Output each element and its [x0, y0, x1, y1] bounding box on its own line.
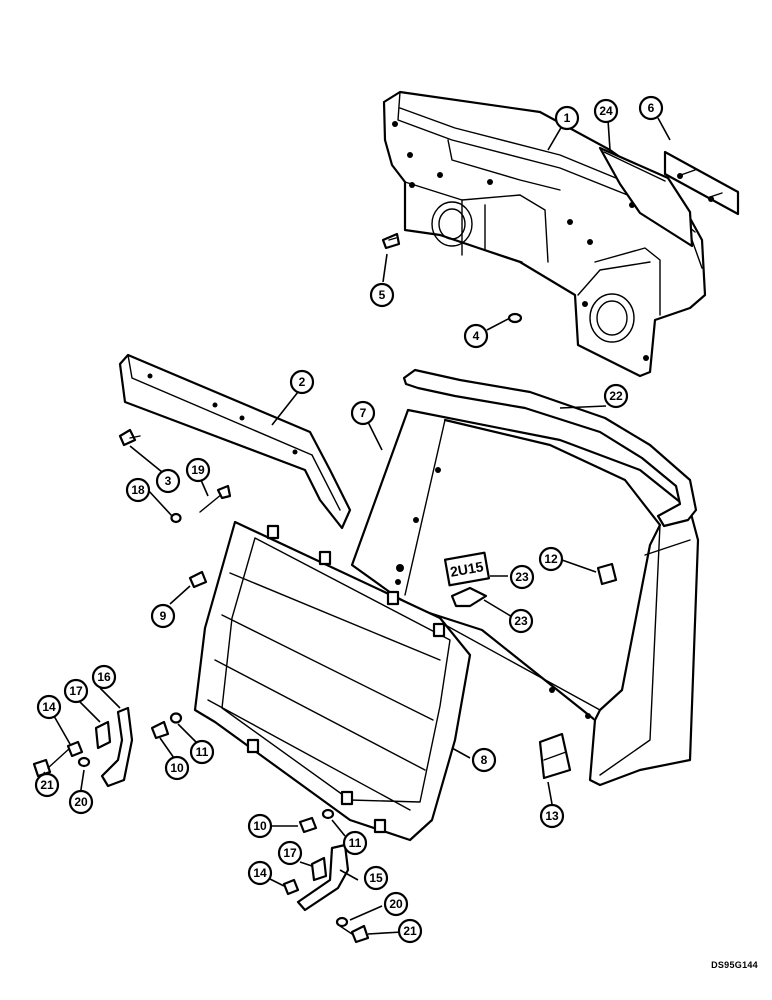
drawing-code-label: DS95G144	[711, 960, 758, 970]
callout-3: 3	[155, 468, 181, 494]
callout-label-23-a: 23	[515, 570, 529, 584]
callout-label-11-a: 11	[196, 745, 209, 759]
callout-10-a: 10	[164, 755, 190, 781]
washer-part-20-low	[335, 916, 349, 928]
callout-8: 8	[471, 747, 497, 773]
washer-part-11-mid	[169, 712, 183, 724]
screw-part-10-mid	[150, 720, 170, 740]
decal-part-23: 2U15	[443, 551, 491, 587]
callout-23-b: 23	[508, 608, 534, 634]
callout-10-b: 10	[247, 813, 273, 839]
washer-part-11-low	[321, 808, 335, 820]
callout-label-17-b: 17	[283, 846, 297, 860]
callout-label-4: 4	[473, 329, 480, 343]
knob-insert-part-23	[450, 586, 488, 608]
callout-label-21-a: 21	[40, 778, 54, 792]
leader-lines	[43, 117, 671, 935]
callout-label-2: 2	[299, 375, 306, 389]
callout-label-23-b: 23	[514, 614, 528, 628]
callout-21-a: 21	[34, 772, 60, 798]
callout-label-9: 9	[160, 609, 167, 623]
callout-label-8: 8	[481, 753, 488, 767]
callout-18: 18	[125, 477, 151, 503]
callout-label-6: 6	[648, 101, 655, 115]
callout-24: 24	[593, 98, 619, 124]
callout-6: 6	[638, 95, 664, 121]
callout-label-1: 1	[564, 111, 571, 125]
callout-17-b: 17	[277, 840, 303, 866]
callout-label-20-a: 20	[74, 795, 88, 809]
callout-label-15: 15	[369, 871, 383, 885]
decal-text: 2U15	[449, 558, 485, 580]
trim-strip-part-2	[118, 353, 352, 530]
cover-part-24	[598, 146, 694, 248]
callout-4: 4	[463, 323, 489, 349]
pad-part-13	[538, 732, 572, 780]
spacer-part-17-left	[94, 720, 112, 750]
callout-2: 2	[289, 369, 315, 395]
panel-housing-part-1	[382, 90, 707, 378]
callout-20-b: 20	[383, 891, 409, 917]
nut-part-14-low	[282, 878, 300, 896]
callout-label-5: 5	[379, 288, 386, 302]
spacer-part-17-low	[310, 856, 328, 882]
callout-19: 19	[185, 457, 211, 483]
callout-16: 16	[91, 664, 117, 690]
callout-label-14-b: 14	[253, 866, 267, 880]
callout-label-17-a: 17	[69, 684, 83, 698]
callout-14-a: 14	[36, 694, 62, 720]
callout-13: 13	[539, 803, 565, 829]
callout-7: 7	[350, 400, 376, 426]
nut-part-14-left	[66, 740, 84, 758]
screw-part-10-low	[298, 816, 318, 834]
callout-20-a: 20	[68, 789, 94, 815]
plug-part-12	[596, 562, 618, 586]
callout-label-18: 18	[131, 483, 145, 497]
screw-part-5	[381, 232, 401, 250]
bracket-part-16	[100, 706, 134, 788]
callout-9: 9	[150, 603, 176, 629]
callout-12: 12	[538, 546, 564, 572]
callout-label-11-b: 11	[349, 836, 362, 850]
callout-21-b: 21	[397, 918, 423, 944]
callout-1: 1	[554, 105, 580, 131]
callout-11-b: 11	[342, 830, 368, 856]
seal-part-22	[402, 368, 698, 528]
callout-label-21-b: 21	[403, 924, 417, 938]
callout-label-19: 19	[191, 463, 205, 477]
grille-frame-part-8	[193, 520, 472, 842]
callout-label-3: 3	[165, 474, 172, 488]
callout-label-24: 24	[599, 104, 613, 118]
callout-label-16: 16	[97, 670, 111, 684]
bolt-part-19	[199, 484, 232, 513]
callout-label-13: 13	[545, 809, 559, 823]
callout-label-12: 12	[544, 552, 558, 566]
washer-part-18	[170, 512, 182, 524]
washer-part-20-left	[77, 756, 91, 768]
callout-11-a: 11	[189, 739, 215, 765]
callout-label-10-b: 10	[253, 819, 267, 833]
callout-17-a: 17	[63, 678, 89, 704]
screw-part-9	[188, 570, 208, 589]
callout-label-7: 7	[360, 406, 367, 420]
callout-14-b: 14	[247, 860, 273, 886]
plate-part-6	[663, 150, 740, 216]
callout-22: 22	[603, 383, 629, 409]
bolt-part-21-low	[339, 924, 370, 944]
bolt-part-21-left	[32, 747, 71, 778]
callout-5: 5	[369, 282, 395, 308]
callout-23-a: 23	[509, 564, 535, 590]
callout-15: 15	[363, 865, 389, 891]
callout-label-10-a: 10	[170, 761, 184, 775]
callout-label-20-b: 20	[389, 897, 403, 911]
screw-part-3	[118, 428, 141, 447]
callout-label-14-a: 14	[42, 700, 56, 714]
washer-part-4	[507, 312, 523, 324]
callout-label-22: 22	[609, 389, 623, 403]
